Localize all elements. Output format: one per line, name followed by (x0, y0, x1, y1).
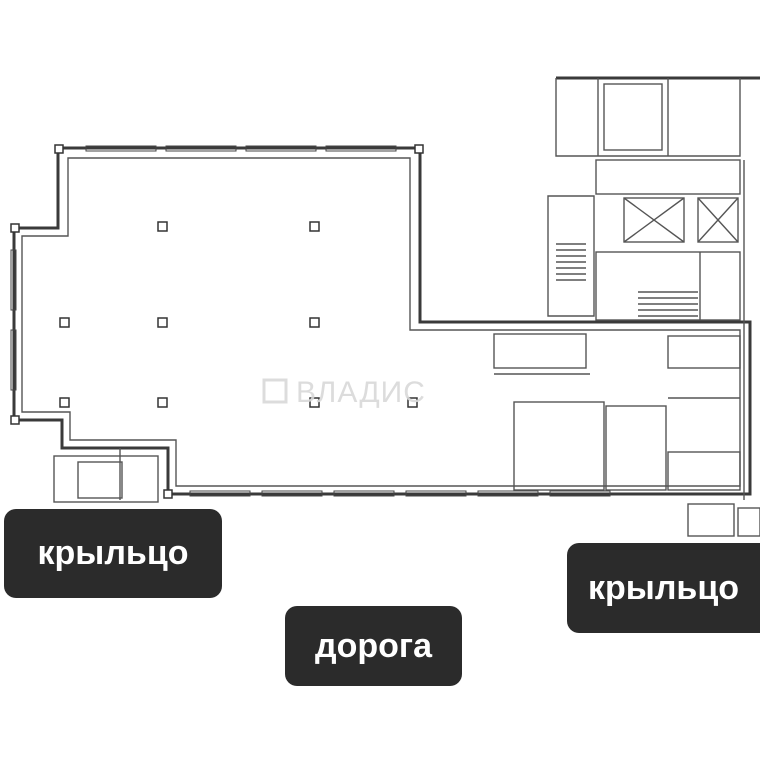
road-label: дорога (285, 606, 462, 686)
interior-columns (59, 221, 418, 408)
stairs-right (638, 291, 698, 317)
upper-right-block (547, 76, 760, 500)
porch-label-left: крыльцо (4, 509, 222, 598)
left-porch-structure (53, 448, 159, 503)
bottom-windows (189, 490, 611, 497)
corner-posts (10, 144, 424, 499)
watermark: ВЛАДИС (262, 376, 426, 409)
watermark-text: ВЛАДИС (296, 376, 426, 409)
small-room-center (493, 333, 590, 375)
main-hall-outline (12, 146, 752, 496)
main-hall-inner-wall (21, 157, 741, 487)
porch-label-right: крыльцо (567, 543, 760, 633)
right-porch-structure (687, 503, 760, 537)
stairs-left (556, 243, 586, 281)
bottom-right-rooms (513, 335, 741, 491)
top-windows (85, 145, 397, 152)
left-windows (10, 249, 17, 391)
